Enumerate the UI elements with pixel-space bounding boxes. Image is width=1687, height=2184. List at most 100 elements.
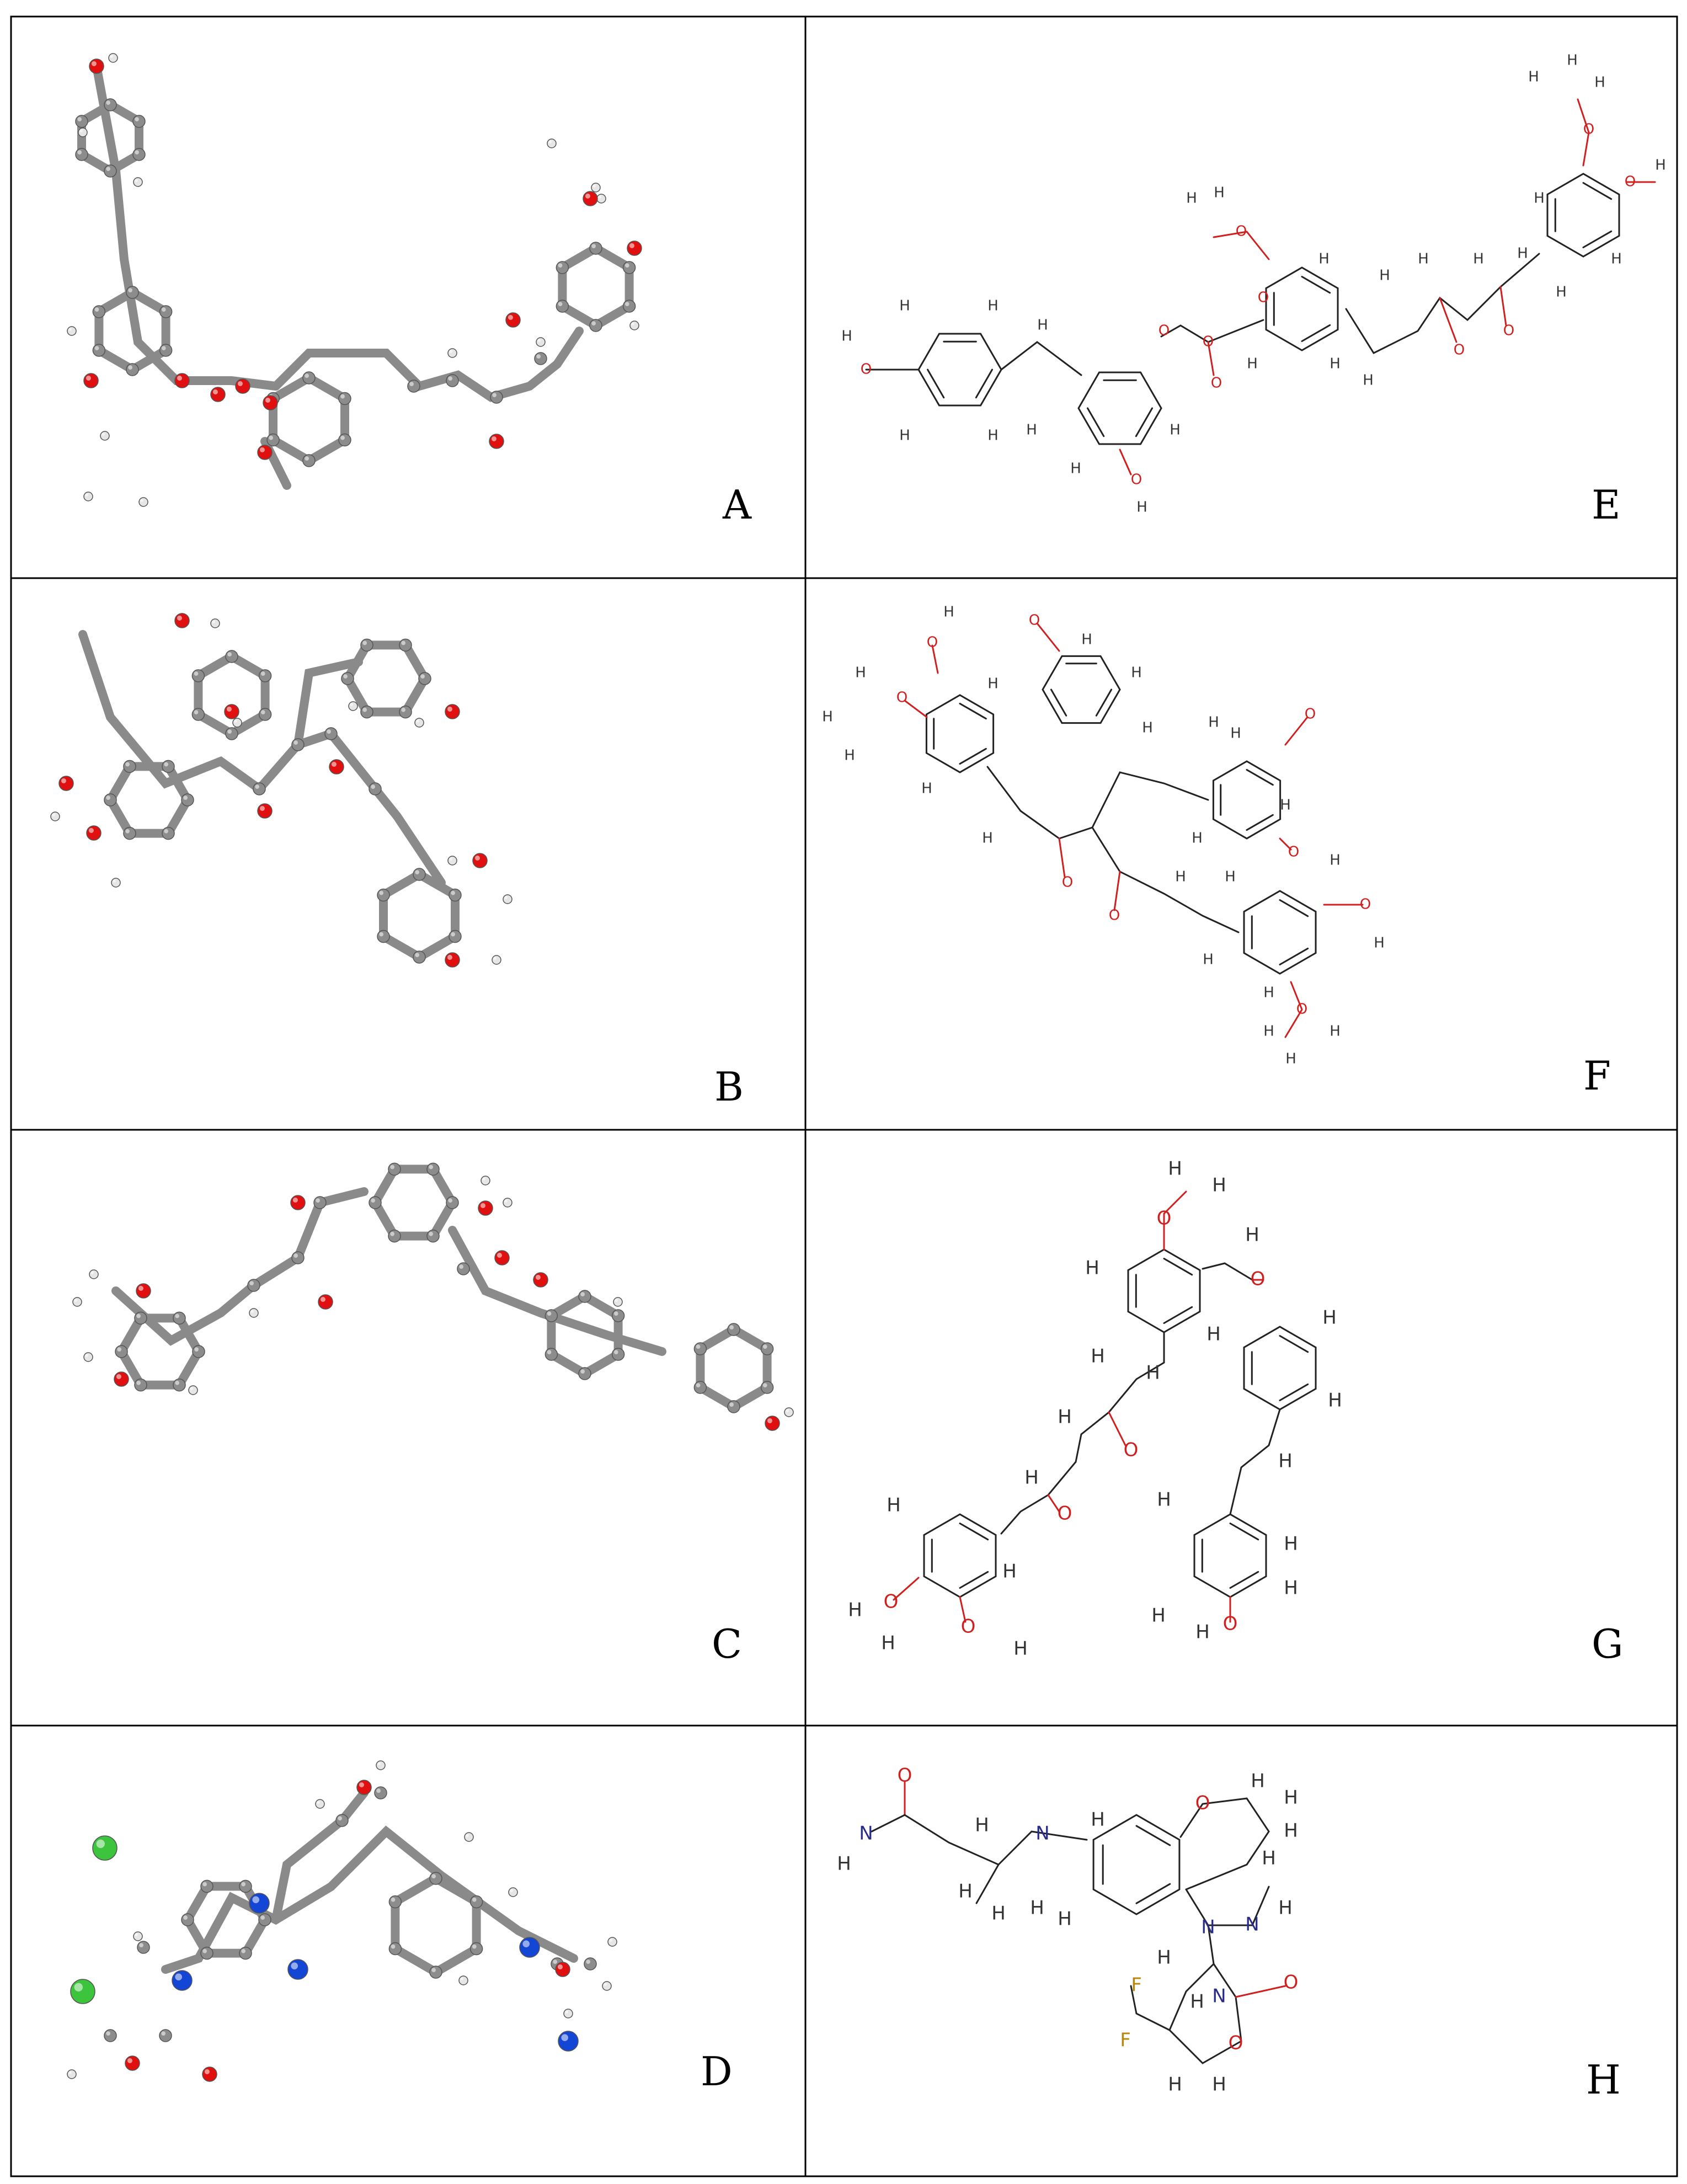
fluorine-atom (70, 1979, 95, 2004)
bond (904, 1814, 1000, 1866)
hydrogen-atom-highlight (449, 350, 452, 353)
nitrogen-label: N (1245, 1914, 1259, 1936)
ring-bond (370, 1165, 458, 1241)
double-bond (927, 369, 945, 399)
carbon-atom-highlight (409, 382, 414, 387)
double-bond (1229, 1523, 1259, 1541)
oxygen-label: O (1305, 706, 1316, 723)
hydrogen-atom (784, 1407, 794, 1417)
hydrogen-label: H (1418, 251, 1429, 268)
ring-bond (1546, 173, 1620, 258)
hydrogen-atom (547, 138, 557, 148)
hydrogen-label: H (1567, 52, 1578, 69)
hydrogen-atom (536, 337, 546, 347)
hydrogen-atom (481, 1176, 490, 1186)
oxygen-atom-highlight (259, 805, 265, 811)
carbon-atom (338, 433, 351, 447)
oxygen-atom (533, 1272, 548, 1288)
carbon-atom (534, 352, 547, 365)
oxygen-atom-highlight (331, 761, 337, 767)
hydrogen-label: H (921, 781, 932, 797)
hydrogen-label: H (1528, 69, 1539, 86)
oxygen-label: O (1296, 1001, 1307, 1018)
ring-bond (194, 651, 270, 739)
carbon-atom-highlight (586, 1959, 590, 1964)
carbon-atom (191, 669, 205, 682)
hydrogen-atom (503, 894, 512, 904)
hydrogen-label: H (958, 1881, 973, 1903)
carbon-atom-highlight (327, 729, 332, 734)
hydrogen-label: H (1002, 1561, 1017, 1583)
hydrogen-label: H (1611, 251, 1622, 268)
oxygen-label: O (1029, 612, 1040, 629)
oxygen-label: O (1360, 896, 1371, 913)
carbon-atom (200, 1879, 213, 1893)
double-bond (1246, 768, 1274, 786)
oxygen-atom (257, 445, 273, 460)
oxygen-atom-highlight (292, 1197, 298, 1203)
molecule-3d-c (72, 1162, 794, 1431)
oxygen-label: O (1236, 223, 1247, 240)
carbon-atom (173, 1378, 186, 1392)
bond (904, 699, 928, 718)
double-bond (1087, 407, 1105, 437)
hydrogen-label: H (987, 298, 999, 314)
carbon-atom (374, 1786, 387, 1799)
hydrogen-label: H (1278, 1450, 1293, 1472)
bond (1284, 981, 1303, 1038)
fluorine-label: F (1120, 2030, 1131, 2052)
carbon-atom-highlight (362, 640, 367, 645)
carbon-atom-highlight (362, 707, 367, 712)
nitrogen-label: N (1201, 1916, 1215, 1939)
carbon-atom (104, 98, 117, 111)
oxygen-atom-highlight (265, 397, 271, 403)
oxygen-atom-highlight (447, 954, 452, 960)
carbon-atom-highlight (391, 1897, 396, 1902)
carbon-atom-highlight (448, 376, 453, 381)
carbon-atom-highlight (340, 435, 345, 440)
carbon-atom (446, 374, 459, 387)
hydrogen-label: H (991, 1903, 1006, 1925)
hydrogen-label: H (1206, 1323, 1221, 1345)
hydrogen-label: H (1230, 725, 1241, 742)
hydrogen-atom-highlight (350, 703, 353, 706)
carbon-atom-highlight (391, 1944, 396, 1949)
oxygen-atom (627, 241, 642, 256)
carbon-atom-highlight (260, 710, 265, 714)
carbon-atom-highlight (624, 302, 629, 307)
carbon-atom (727, 1323, 740, 1336)
fluorine-atom (92, 1835, 118, 1861)
carbon-atom (302, 371, 316, 385)
oxygen-atom (136, 1283, 151, 1299)
hydrogen-label: H (1330, 356, 1341, 372)
hydrogen-label: H (1330, 1023, 1341, 1040)
carbon-atom-highlight (269, 435, 274, 440)
carbon-atom-highlight (293, 1253, 298, 1258)
bond (1113, 871, 1121, 911)
oxygen-label: O (1109, 907, 1120, 924)
molecule-3d-b (50, 613, 512, 968)
carbon-atom (134, 1378, 147, 1392)
hydrogen-label: H (1024, 1467, 1039, 1489)
bond (893, 1577, 920, 1601)
ring-bond (379, 869, 460, 963)
oxygen-atom-highlight (91, 61, 97, 66)
carbon-atom (469, 1942, 483, 1956)
hydrogen-atom-highlight (482, 1177, 485, 1181)
carbon-atom-highlight (161, 346, 166, 351)
hydrogen-atom-highlight (85, 1354, 88, 1357)
carbon-atom (578, 1367, 591, 1380)
hydrogen-atom-highlight (74, 1299, 77, 1302)
carbon-atom (92, 344, 106, 357)
hydrogen-label: H (987, 428, 999, 444)
carbon-atom-highlight (227, 652, 232, 656)
bond (293, 658, 363, 749)
carbon-atom-highlight (379, 932, 384, 937)
fluorine-label: F (1131, 1974, 1142, 1996)
carbon-atom-highlight (135, 150, 139, 154)
carbon-atom-highlight (459, 1264, 464, 1269)
ring-bond (923, 1513, 997, 1598)
carbon-atom (92, 305, 106, 318)
hydrogen-label: H (1473, 251, 1484, 268)
carbon-atom (173, 1311, 186, 1325)
